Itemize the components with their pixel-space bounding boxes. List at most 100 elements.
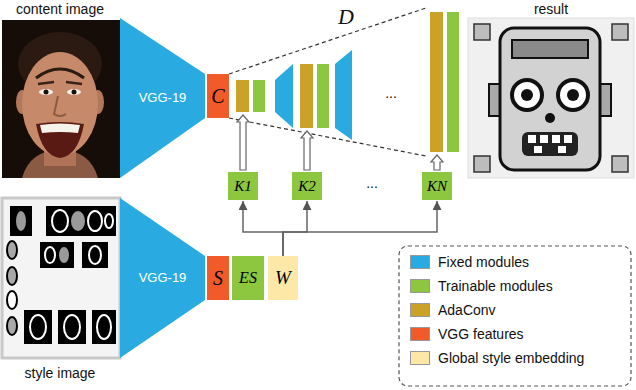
style-block [58,310,86,344]
legend-swatch [410,279,430,293]
node-label: C [211,85,224,107]
connector-arrow [243,201,283,256]
robot-tooth [528,135,536,143]
conv-bar [447,12,459,152]
mouth [36,122,84,158]
conv-bar [253,80,265,112]
result-block [612,156,628,172]
robot-nose [545,113,555,123]
style-block [82,242,108,268]
kernel-box: KN [422,172,452,200]
robot-eye [512,80,542,110]
legend-entry: Fixed modules [410,253,529,271]
hollow-arrow [301,131,313,170]
robot-tooth [558,146,566,153]
legend-swatch [410,303,430,317]
feature-box: S [207,256,229,300]
legend-entry: VGG features [410,325,524,343]
style-oval [71,211,85,231]
hollow-arrow [431,155,443,170]
adaconv-bar [236,80,249,112]
eye [67,89,81,95]
trapezoid-fill [120,18,205,178]
feature-box: C [207,74,229,118]
ellipsis: ... [364,176,380,191]
style-block [24,310,52,344]
embedding-box: W [268,256,298,300]
legend-entry: AdaConv [410,301,496,319]
style-oval [89,246,101,264]
style-oval [7,241,17,259]
encoder-trapezoid: VGG-19 [120,18,205,178]
adaconv-bar [430,12,443,152]
style-oval [45,247,55,263]
hollow-arrow [237,115,249,170]
style-block [10,206,32,236]
style-oval [16,211,26,231]
style-oval [30,315,46,339]
result-block [474,156,490,172]
decoder-label: D [336,5,356,29]
image-caption: content image [14,2,106,17]
image-caption: result [532,2,570,17]
eye [39,89,53,95]
style-oval [105,214,113,228]
style-oval [52,210,68,232]
robot-pupil [521,89,533,101]
legend-swatch [410,327,430,341]
node-label: K1 [234,178,252,195]
ellipsis: ... [383,86,399,101]
result-block [612,24,628,40]
result-block [474,24,490,40]
style-oval [64,315,80,339]
style-block [46,206,116,236]
node-label: ES [239,269,257,287]
legend-entry: Global style embedding [410,349,584,367]
pupil [44,90,49,95]
robot-head [500,28,600,170]
upsample-trapezoid [275,64,293,128]
image-caption: style image [23,366,98,381]
adaconv-bar [300,64,313,128]
robot-tooth [540,135,548,143]
connector-arrow [283,201,307,256]
legend-swatch [410,351,430,365]
legend-entry: Trainable modules [410,277,553,295]
robot-tooth [534,146,542,153]
eyebrows [38,82,82,84]
kernel-box: K2 [292,172,322,200]
pupil [72,90,77,95]
style-block [92,310,116,344]
upsample-trapezoid [335,50,352,140]
style-oval [97,315,111,339]
style-oval [7,267,17,285]
kernel-box: K1 [228,172,258,200]
legend-text: Trainable modules [438,278,553,294]
node-label: KN [427,178,447,195]
trapezoid-fill [120,198,205,358]
style-oval [7,291,17,309]
nose [54,96,66,116]
result-photo [468,18,634,178]
robot-mouth [522,132,578,156]
style-block [40,242,74,268]
robot-tooth [552,135,560,143]
style-oval [88,211,102,231]
encoder-box: ES [232,256,264,300]
hairline [36,69,84,78]
node-label: K2 [298,178,316,195]
content-photo [2,20,120,178]
style-oval [59,247,69,263]
node-label: S [213,267,223,289]
node-label: VGG-19 [139,91,187,105]
conv-bar [317,64,329,128]
node-label: W [275,268,291,289]
legend-text: VGG features [438,326,524,342]
node-label: VGG-19 [139,271,187,285]
encoder-trapezoid: VGG-19 [120,198,205,358]
robot-tooth [564,135,572,143]
robot-eye [558,80,588,110]
teeth [40,124,80,134]
connector-arrow [283,201,437,256]
